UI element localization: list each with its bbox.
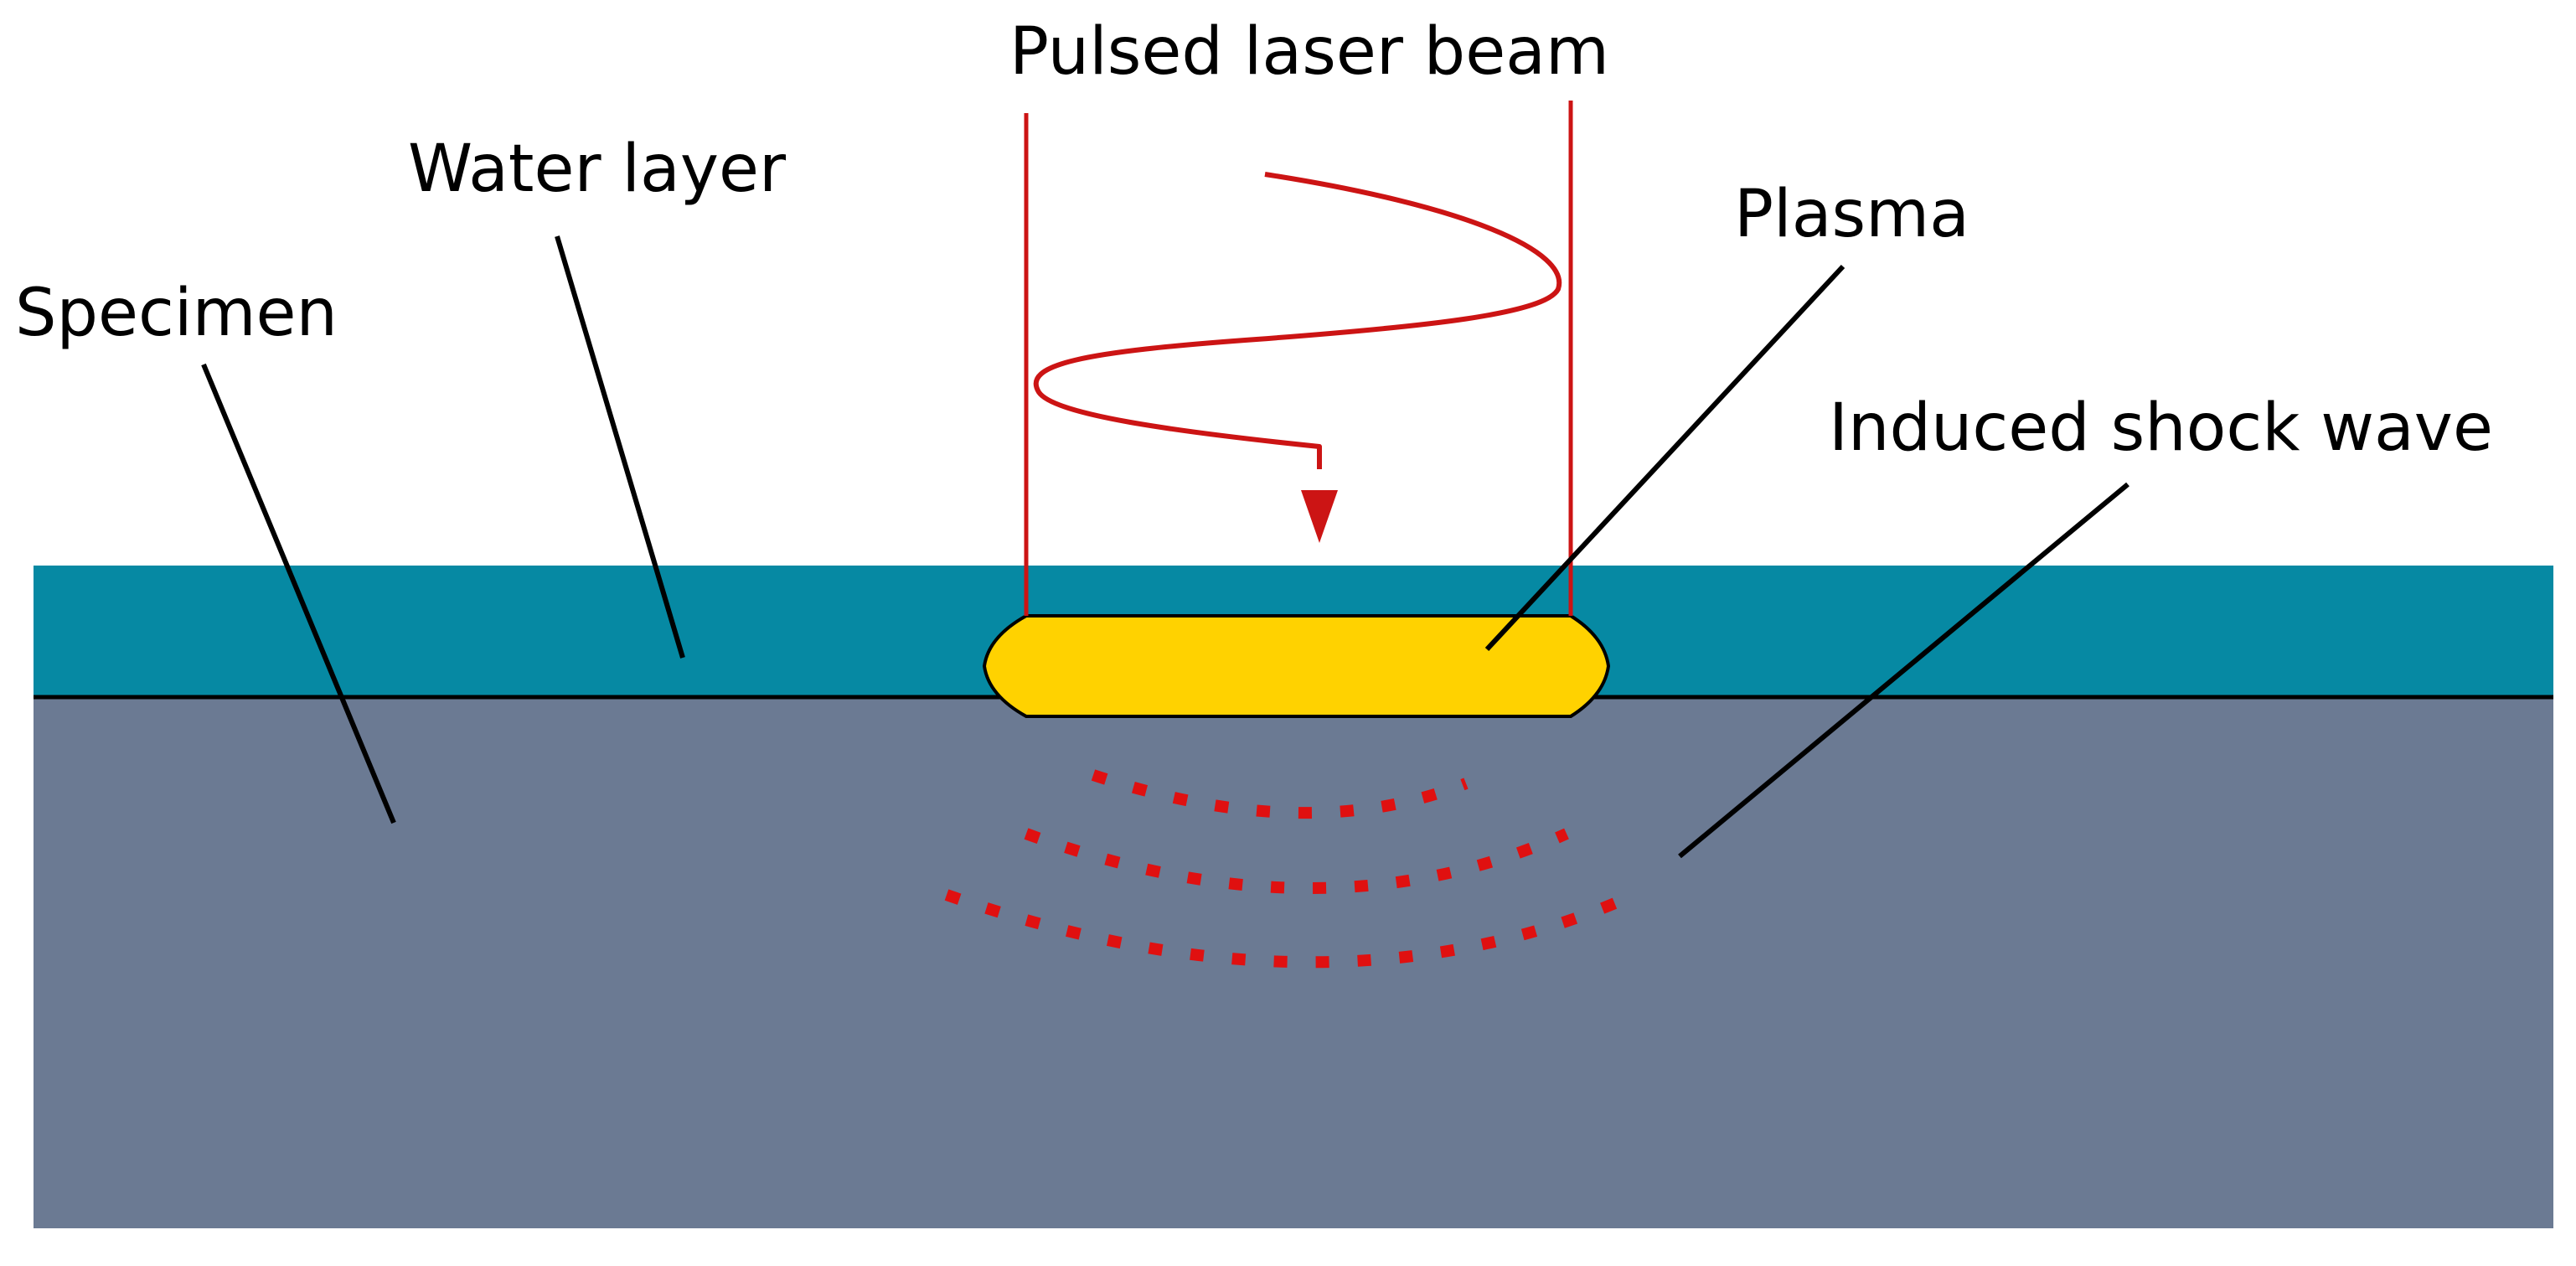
label-pulsed-laser-beam: Pulsed laser beam [1009, 14, 1609, 90]
label-water-layer: Water layer [408, 132, 787, 207]
laser-pulse-arrowhead-icon [1301, 490, 1338, 543]
leader-line-induced-shock-wave [1678, 482, 2129, 859]
leader-line-plasma [1484, 264, 1846, 652]
label-plasma: Plasma [1734, 177, 1969, 252]
leader-line-water-layer [555, 235, 685, 659]
label-specimen: Specimen [15, 276, 338, 351]
laser-pulse-wave [1033, 172, 1562, 469]
specimen-block [34, 697, 2553, 1228]
leader-line-specimen [201, 363, 396, 824]
plasma-shape [982, 614, 1611, 718]
shock-wave-arc-middle [1024, 828, 1569, 894]
label-induced-shock-wave: Induced shock wave [1829, 390, 2493, 466]
shock-wave-arc-outer [944, 889, 1624, 969]
